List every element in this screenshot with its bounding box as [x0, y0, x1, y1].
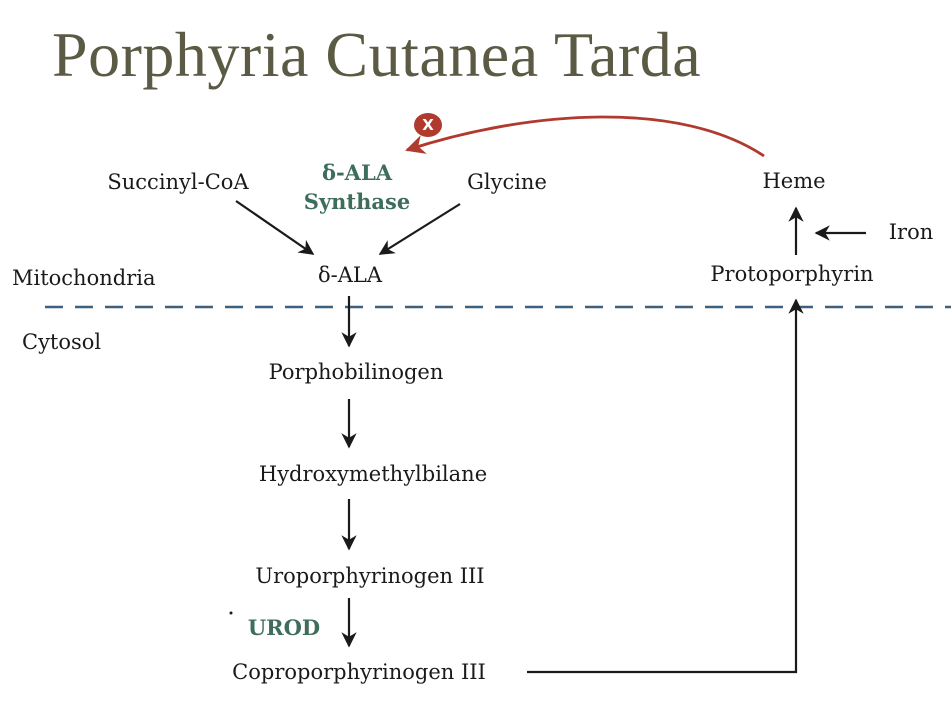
- arrow-coproporphyrinogen-to-protoporphyrin: [527, 298, 804, 674]
- arrow-glycine-to-ala: [378, 203, 461, 255]
- node-delta-ala: δ-ALA: [317, 263, 383, 287]
- label-mitochondria: Mitochondria: [12, 266, 156, 290]
- arrow-succinyl-to-ala: [235, 200, 315, 255]
- enzyme-urod: UROD: [247, 615, 321, 640]
- node-porphobilinogen: Porphobilinogen: [268, 360, 444, 384]
- node-iron: Iron: [888, 220, 934, 244]
- stray-dot: [229, 611, 233, 615]
- enzyme-ala-synthase: δ-ALA Synthase: [304, 158, 410, 216]
- enzyme-ala-synthase-line2: Synthase: [303, 189, 411, 214]
- node-uroporphyrinogen-iii: Uroporphyrinogen III: [255, 564, 485, 588]
- page-title: Porphyria Cutanea Tarda: [52, 19, 702, 90]
- node-succinyl-coa: Succinyl-CoA: [107, 170, 249, 194]
- feedback-inhibition-arrow: [405, 115, 765, 158]
- node-coproporphyrinogen-iii: Coproporphyrinogen III: [232, 660, 486, 684]
- node-heme: Heme: [762, 169, 826, 193]
- node-hydroxymethylbilane: Hydroxymethylbilane: [258, 462, 488, 486]
- enzyme-ala-synthase-line1: δ-ALA: [321, 160, 393, 185]
- node-glycine: Glycine: [467, 170, 547, 194]
- label-cytosol: Cytosol: [22, 330, 102, 354]
- inhibition-x-icon: X: [414, 113, 442, 137]
- node-protoporphyrin: Protoporphyrin: [710, 262, 874, 286]
